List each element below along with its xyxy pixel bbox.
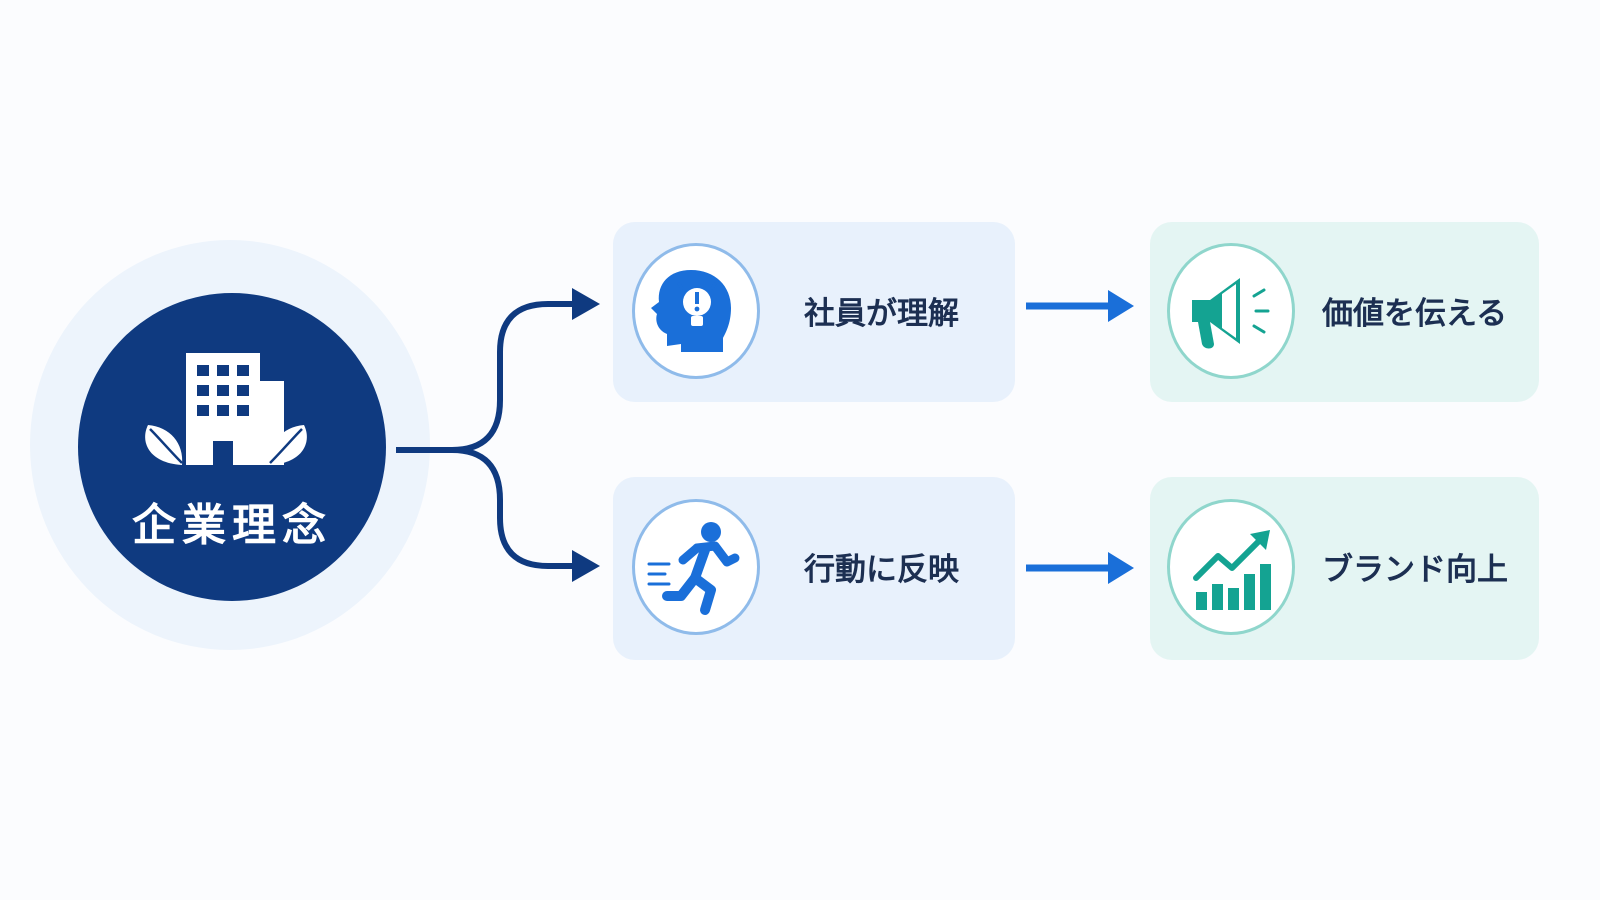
step-label-brand: ブランド向上 [1322, 552, 1508, 588]
arrow-act-to-brand [1026, 552, 1134, 584]
step-card-brand: ブランド向上 [1150, 477, 1539, 660]
step-card-understand: 社員が理解 [613, 222, 1015, 402]
step-label-understand: 社員が理解 [804, 296, 959, 332]
step-card-act: 行動に反映 [613, 477, 1015, 660]
growth-chart-icon [1193, 530, 1271, 610]
arrowhead-bottom [572, 550, 600, 582]
running-person-icon [647, 522, 740, 615]
center-label: 企業理念 [132, 500, 332, 551]
head-lightbulb-icon [651, 270, 731, 352]
arrowhead-top [572, 288, 600, 320]
step-icon-ring [1167, 243, 1295, 379]
step-card-communicate: 価値を伝える [1150, 222, 1539, 402]
step-label-act: 行動に反映 [804, 552, 959, 588]
megaphone-icon [1192, 278, 1270, 349]
corporate-philosophy-node: 企業理念 [78, 293, 386, 601]
step-icon-ring [1167, 499, 1295, 635]
step-icon-ring [632, 499, 760, 635]
arrow-understand-to-communicate [1026, 290, 1134, 322]
step-label-communicate: 価値を伝える [1322, 296, 1508, 332]
building-with-leaves-icon [145, 353, 307, 465]
step-icon-ring [632, 243, 760, 379]
